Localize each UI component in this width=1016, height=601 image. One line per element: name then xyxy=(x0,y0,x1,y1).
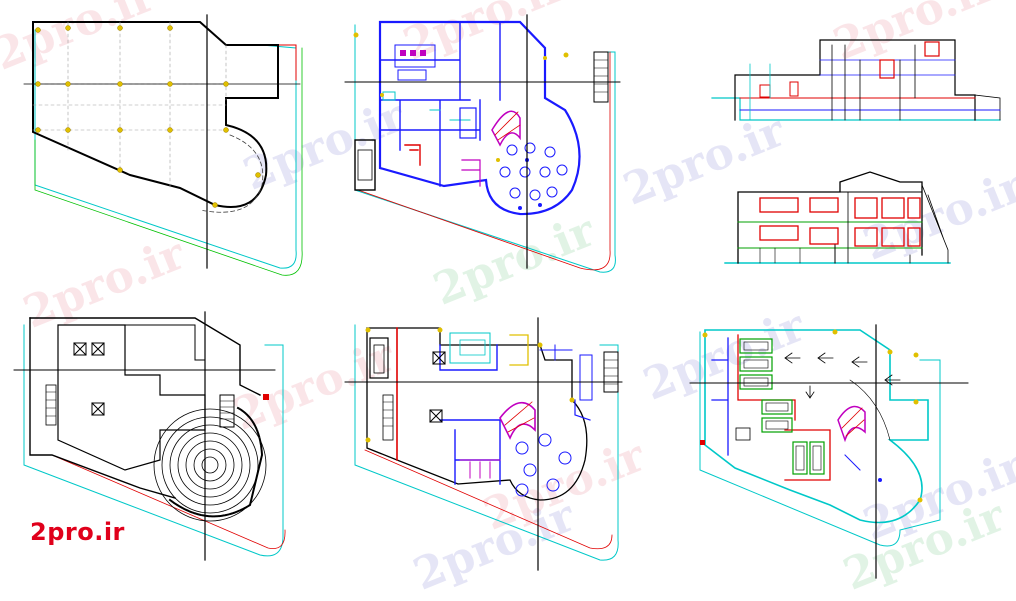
ground-floor-plan xyxy=(344,14,621,273)
front-elevation xyxy=(724,171,951,264)
side-elevation xyxy=(711,39,1001,121)
site-logo: 2pro.ir xyxy=(30,518,125,546)
upper-roof-plan xyxy=(13,311,286,561)
first-floor-plan xyxy=(344,317,623,571)
basement-parking-plan xyxy=(689,324,969,579)
roof-plan xyxy=(23,14,303,276)
